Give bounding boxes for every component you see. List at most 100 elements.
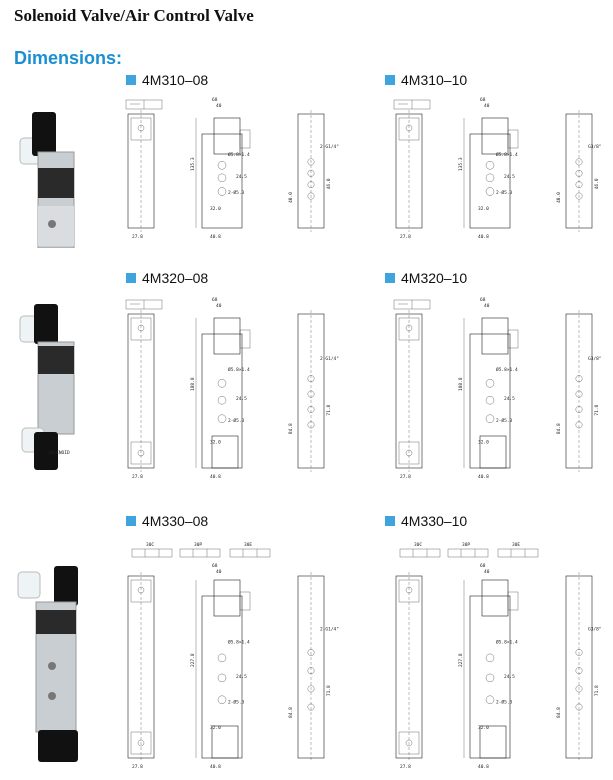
dimension-drawing: 27.8188.86840Ø5.8×1.424.52-Ø5.332.040.8G… — [393, 297, 602, 480]
dim-end-height: 84.8 — [556, 423, 562, 434]
model-heading-4m330-10: 4M330–10 — [385, 513, 467, 529]
dim-end-height: 40.0 — [288, 192, 294, 203]
dim-total-height: 188.8 — [190, 377, 196, 391]
model-heading-4m320-08: 4M320–08 — [126, 270, 208, 286]
dim-24-5: 24.5 — [236, 174, 247, 180]
page-title: Solenoid Valve/Air Control Valve — [14, 6, 254, 25]
dim-24-5: 24.5 — [236, 674, 247, 680]
dim-end-secondary: 71.8 — [326, 405, 332, 416]
valve-photo-single — [19, 112, 75, 248]
code-30c: 30C — [414, 542, 422, 548]
dim-end-secondary: 46.0 — [594, 178, 600, 189]
dim-port-thread: G3/8" — [588, 356, 602, 362]
dim-mount-holes: 2-Ø5.3 — [228, 189, 245, 196]
dim-total-height: 135.3 — [458, 157, 464, 171]
dim-total-height: 135.3 — [190, 157, 196, 171]
code-30e: 30E — [244, 542, 252, 548]
dim-width-68: 68 — [212, 97, 218, 103]
dim-width-32: 32.0 — [210, 725, 221, 731]
code-30p: 30P — [194, 542, 202, 548]
dim-24-5: 24.5 — [504, 674, 515, 680]
dim-width-68: 68 — [480, 563, 486, 569]
dim-width-40: 40 — [216, 569, 222, 575]
dim-width-40: 40 — [484, 103, 490, 109]
dim-end-secondary: 71.8 — [594, 685, 600, 696]
dim-port-thread: G3/8" — [588, 144, 602, 150]
dim-port-hole: Ø5.8×1.4 — [228, 638, 250, 645]
dim-width-32: 32.0 — [478, 725, 489, 731]
dim-mount-holes: 2-Ø5.3 — [228, 698, 245, 705]
front-view-body — [201, 133, 243, 229]
dim-width-side: 27.8 — [132, 234, 143, 240]
model-heading-4m310-08: 4M310–08 — [126, 72, 208, 88]
dim-end-secondary: 71.8 — [594, 405, 600, 416]
dim-width-32: 32.0 — [210, 206, 221, 212]
bullet-square-icon — [385, 75, 395, 85]
dim-width-40-8: 40.8 — [478, 234, 489, 240]
dim-port-thread: G3/8" — [588, 627, 602, 633]
code-30c: 30C — [146, 542, 154, 548]
dim-port-hole: Ø5.8×1.4 — [228, 366, 250, 373]
dim-24-5: 24.5 — [504, 396, 515, 402]
dim-width-68: 68 — [212, 297, 218, 303]
bullet-square-icon — [126, 75, 136, 85]
dim-total-height: 227.8 — [190, 653, 196, 667]
dim-width-side: 27.8 — [400, 764, 411, 770]
dim-port-hole: Ø5.8×1.4 — [496, 638, 518, 645]
dim-mount-holes: 2-Ø5.3 — [496, 417, 513, 424]
dim-total-height: 188.8 — [458, 377, 464, 391]
dim-width-32: 32.0 — [210, 439, 221, 445]
dim-width-40: 40 — [216, 303, 222, 309]
section-heading-dimensions: Dimensions: — [14, 48, 123, 68]
dim-24-5: 24.5 — [504, 174, 515, 180]
dim-end-secondary: 71.8 — [326, 685, 332, 696]
dim-port-thread: 2-G1/4" — [320, 627, 339, 633]
bullet-square-icon — [385, 516, 395, 526]
code-30p: 30P — [462, 542, 470, 548]
dim-width-side: 27.8 — [132, 764, 143, 770]
dim-width-68: 68 — [480, 297, 486, 303]
dim-width-40-8: 40.8 — [210, 234, 221, 240]
dim-width-68: 68 — [212, 563, 218, 569]
model-heading-4m320-10: 4M320–10 — [385, 270, 467, 286]
code-30e: 30E — [512, 542, 520, 548]
dim-mount-holes: 2-Ø5.3 — [228, 417, 245, 424]
dim-width-side: 27.8 — [400, 474, 411, 480]
dim-width-side: 27.8 — [132, 474, 143, 480]
dim-width-40: 40 — [216, 103, 222, 109]
dim-port-thread: 2-G1/4" — [320, 144, 339, 150]
dim-end-height: 84.8 — [288, 423, 294, 434]
bullet-square-icon — [126, 273, 136, 283]
dim-port-hole: Ø5.8×1.4 — [228, 151, 250, 158]
dim-width-40-8: 40.8 — [210, 764, 221, 770]
dim-width-40-8: 40.8 — [478, 764, 489, 770]
dim-width-32: 32.0 — [478, 206, 489, 212]
dim-width-40: 40 — [484, 303, 490, 309]
valve-photo-double: SOLENOID — [19, 304, 75, 470]
dim-end-height: 84.8 — [288, 707, 294, 718]
dim-port-thread: 2-G1/4" — [320, 356, 339, 362]
dim-end-height: 84.8 — [556, 707, 562, 718]
bullet-square-icon — [385, 273, 395, 283]
dim-width-40: 40 — [484, 569, 490, 575]
dim-mount-holes: 2-Ø5.3 — [496, 189, 513, 196]
valve-photo-triple — [17, 566, 78, 762]
dim-width-side: 27.8 — [400, 234, 411, 240]
dim-width-32: 32.0 — [478, 439, 489, 445]
dim-mount-holes: 2-Ø5.3 — [496, 698, 513, 705]
solenoid-label: SOLENOID — [48, 450, 70, 456]
dim-total-height: 227.8 — [458, 653, 464, 667]
dim-end-height: 40.0 — [556, 192, 562, 203]
model-heading-4m330-08: 4M330–08 — [126, 513, 208, 529]
dim-end-secondary: 46.0 — [326, 178, 332, 189]
dim-port-hole: Ø5.8×1.4 — [496, 151, 518, 158]
bullet-square-icon — [126, 516, 136, 526]
model-heading-4m310-10: 4M310–10 — [385, 72, 467, 88]
front-view-body — [469, 133, 511, 229]
dim-width-68: 68 — [480, 97, 486, 103]
dimension-drawing: 27.8188.86840Ø5.8×1.424.52-Ø5.332.040.82… — [125, 297, 339, 480]
